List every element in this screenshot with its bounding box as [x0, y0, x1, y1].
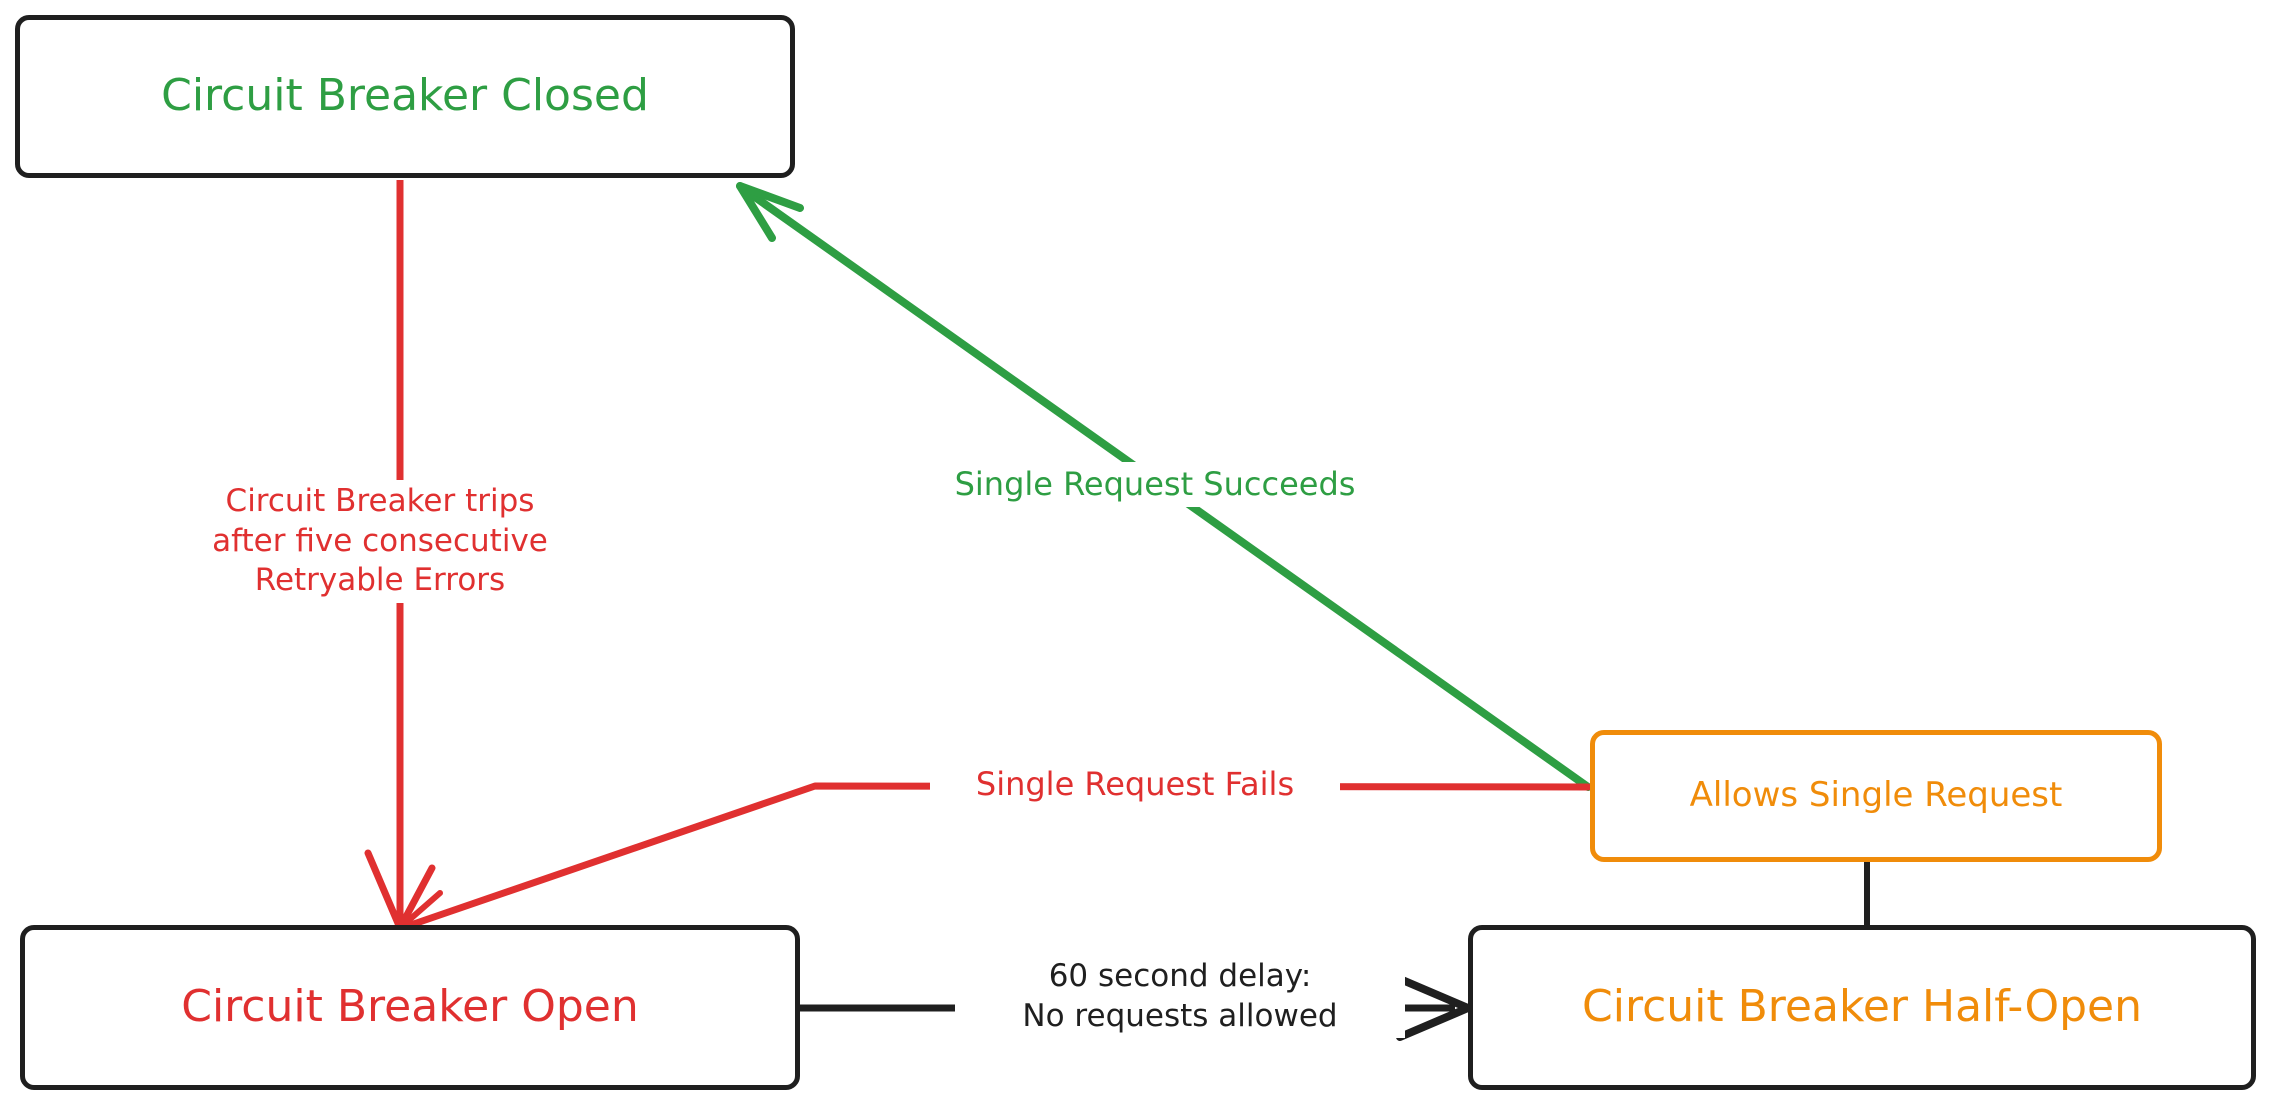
state-node-label: Circuit Breaker Half-Open [1582, 981, 2142, 1033]
edge-label-allows-to-open: Single Request Fails [930, 762, 1340, 807]
edge-allows-to-open [398, 782, 1592, 936]
state-node-label: Allows Single Request [1689, 775, 2063, 816]
edge-label-allows-to-closed: Single Request Succeeds [905, 462, 1405, 507]
edge-label-closed-to-open: Circuit Breaker trips after five consecu… [170, 480, 590, 604]
state-node-circuit-breaker-open[interactable]: Circuit Breaker Open [20, 925, 800, 1090]
state-node-label: Circuit Breaker Open [181, 981, 639, 1033]
state-node-circuit-breaker-half-open[interactable]: Circuit Breaker Half-Open [1468, 925, 2256, 1090]
edge-label-open-to-halfopen: 60 second delay: No requests allowed [955, 955, 1405, 1039]
state-node-label: Circuit Breaker Closed [161, 70, 649, 122]
state-node-circuit-breaker-closed[interactable]: Circuit Breaker Closed [15, 15, 795, 178]
state-node-allows-single-request[interactable]: Allows Single Request [1590, 730, 2162, 862]
